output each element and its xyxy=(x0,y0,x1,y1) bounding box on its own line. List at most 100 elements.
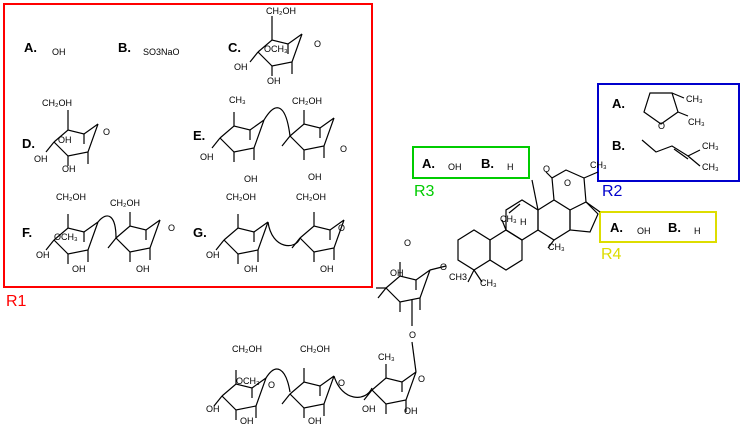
r1-f-ch2oh-1: CH₂OH xyxy=(56,192,86,202)
r1-e-ch3: CH₃ xyxy=(229,95,246,105)
r1-e-oh2: OH xyxy=(308,172,322,182)
central-sugar-o: O xyxy=(404,238,411,248)
r2-label: R2 xyxy=(602,183,623,200)
bottom-ho-1: OH xyxy=(206,404,220,414)
r3-option-a-text: OH xyxy=(448,162,462,172)
r2-prenyl-ch3-a: CH₃ xyxy=(702,141,719,151)
r1-label: R1 xyxy=(6,293,27,310)
r1-g-oh2: OH xyxy=(320,264,334,274)
r1-option-g-letter: G. xyxy=(193,225,207,240)
r1-f-oh2: OH xyxy=(136,264,150,274)
r1-c-sugar xyxy=(249,16,303,77)
r1-f-ho: OH xyxy=(36,250,50,260)
core-ch3-ringa-2: CH₃ xyxy=(480,278,497,288)
r2-option-b-letter: B. xyxy=(612,138,625,153)
bottom-o-1: O xyxy=(268,380,275,390)
r1-option-d-letter: D. xyxy=(22,136,35,151)
r1-c-och3: OCH₃ xyxy=(264,44,288,54)
bottom-ch2oh-2: CH₂OH xyxy=(300,344,330,354)
bottom-o-3: O xyxy=(418,374,425,384)
r1-f-ch2oh-2: CH₂OH xyxy=(110,198,140,208)
bottom-sugar-2 xyxy=(281,367,335,419)
r1-e-link xyxy=(263,107,291,137)
r2-thf-ch3-a: CH₃ xyxy=(686,94,703,104)
r1-f-o: O xyxy=(168,223,175,233)
r1-f-oh: OH xyxy=(72,264,86,274)
r2-thf-structure xyxy=(643,92,689,125)
r1-e-oh: OH xyxy=(244,174,258,184)
central-sugar-link-o: O xyxy=(409,330,416,340)
r1-e-o: O xyxy=(340,144,347,154)
r1-option-b-text: SO3NaO xyxy=(143,47,180,57)
r4-option-b-letter: B. xyxy=(668,220,681,235)
bottom-chain-links xyxy=(265,341,417,398)
r1-option-f-letter: F. xyxy=(22,225,32,240)
r2-prenyl-structure xyxy=(641,139,701,167)
bottom-ho-3: OH xyxy=(362,404,376,414)
r3-option-b-text: H xyxy=(507,162,514,172)
bottom-oh-1: OH xyxy=(240,416,254,426)
r1-e-ho: OH xyxy=(200,152,214,162)
r1-e-ch2oh: CH₂OH xyxy=(292,96,322,106)
bottom-oh-3: OH xyxy=(404,406,418,416)
r1-d-ch2oh: CH₂OH xyxy=(42,98,72,108)
r2-thf-ch3-b: CH₃ xyxy=(688,117,705,127)
r1-option-b-letter: B. xyxy=(118,40,131,55)
r1-f-och3: OCH₃ xyxy=(54,232,78,242)
r1-d-oh: OH xyxy=(58,135,72,145)
bottom-o-2: O xyxy=(338,378,345,388)
r1-option-e-letter: E. xyxy=(193,128,205,143)
r1-d-o: O xyxy=(103,127,110,137)
core-ch3-right: CH₃ xyxy=(548,242,565,252)
r1-option-a-letter: A. xyxy=(24,40,37,55)
central-sugar-ho: OH xyxy=(390,268,404,278)
r3-option-b-letter: B. xyxy=(481,156,494,171)
bottom-ch3: CH₃ xyxy=(378,352,395,362)
core-ch3-bridge: CH₃ xyxy=(500,214,517,224)
r3-box xyxy=(412,146,530,179)
r1-g-sugar-2 xyxy=(291,211,345,263)
r3-option-a-letter: A. xyxy=(422,156,435,171)
r1-option-c-letter: C. xyxy=(228,40,241,55)
r4-option-a-text: OH xyxy=(637,226,651,236)
r1-option-a-text: OH xyxy=(52,47,66,57)
r4-option-a-letter: A. xyxy=(610,220,623,235)
r1-d-oh2: OH xyxy=(62,164,76,174)
r1-box xyxy=(3,3,373,288)
r1-g-ch2oh-1: CH₂OH xyxy=(226,192,256,202)
r1-g-link xyxy=(267,221,301,247)
r1-g-sugar-1 xyxy=(215,213,269,265)
core-ch3-top: CH₃ xyxy=(590,160,607,170)
r1-g-ch2oh-2: CH₂OH xyxy=(296,192,326,202)
r1-d-ho: OH xyxy=(34,154,48,164)
r2-prenyl-ch3-b: CH₃ xyxy=(702,162,719,172)
r1-c-ho: OH xyxy=(234,62,248,72)
r1-d-sugar xyxy=(45,110,99,167)
triterpene-core xyxy=(457,169,601,283)
r1-c-o: O xyxy=(314,39,321,49)
r4-box xyxy=(599,211,717,243)
r1-e-sugar-1 xyxy=(211,111,265,163)
bottom-och3: OCH₃ xyxy=(236,376,260,386)
bottom-ch2oh-1: CH₂OH xyxy=(232,344,262,354)
r1-c-ch2oh: CH₂OH xyxy=(266,6,296,16)
r2-thf-oxygen: O xyxy=(658,121,665,131)
r4-label: R4 xyxy=(601,246,622,263)
bottom-oh-2: OH xyxy=(308,416,322,426)
core-ch3-ringa: CH3 xyxy=(449,272,467,282)
r1-f-link xyxy=(97,215,117,239)
r1-g-ho: OH xyxy=(206,250,220,260)
central-sugar xyxy=(376,261,447,326)
core-h: H xyxy=(520,217,527,227)
r4-option-b-text: H xyxy=(694,226,701,236)
r1-c-oh: OH xyxy=(267,76,281,86)
r1-g-oh: OH xyxy=(244,264,258,274)
core-lactone-o1: O xyxy=(543,164,550,174)
r1-g-o: O xyxy=(338,223,345,233)
r2-option-a-letter: A. xyxy=(612,96,625,111)
r3-label: R3 xyxy=(414,183,435,200)
r2-box xyxy=(597,83,740,182)
core-lactone-o2: O xyxy=(564,178,571,188)
